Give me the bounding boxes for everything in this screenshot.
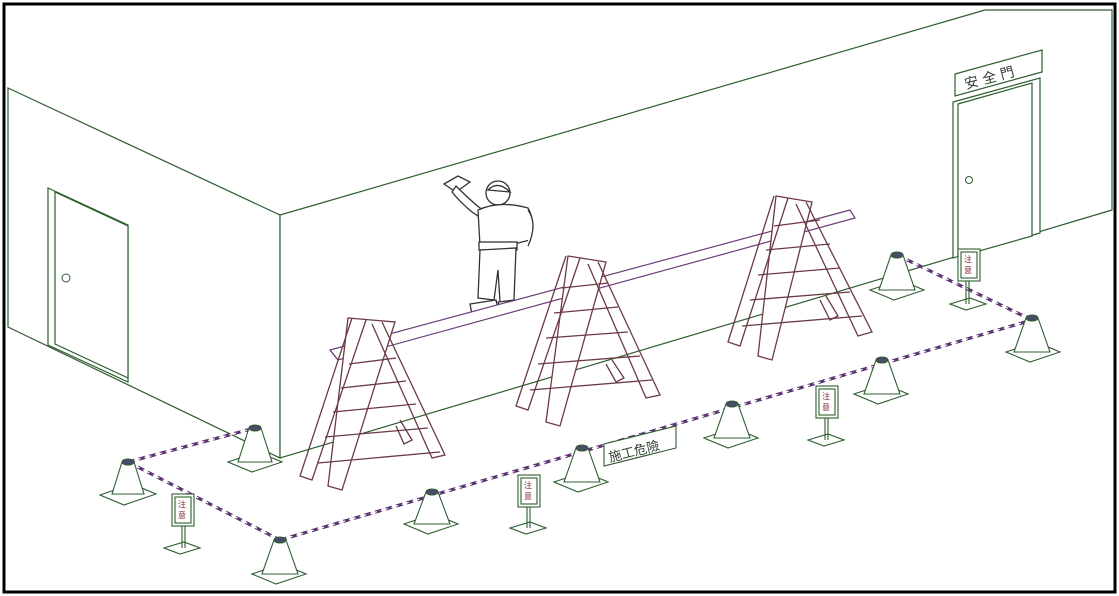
caution-sign-2-text-2: 意 (524, 491, 532, 501)
safety-door-sign-board (954, 49, 1043, 97)
stepladder-2 (515, 255, 661, 427)
caution-sign-3-text-2: 意 (822, 402, 830, 412)
traffic-cone-6 (702, 400, 760, 449)
safety-door: 安 全 門 (952, 49, 1043, 259)
traffic-cone-9 (1004, 314, 1062, 363)
danger-sign: 施工危險 (603, 425, 677, 467)
caution-sign-1-text-2: 意 (178, 510, 186, 520)
caution-sign-4: 注 意 (948, 248, 988, 311)
caution-sign-1-text-1: 注 (178, 499, 186, 509)
safety-door-knob (965, 176, 973, 184)
traffic-cone-7 (852, 356, 910, 405)
left-door-knob (61, 273, 71, 283)
caution-sign-4-text-2: 意 (964, 265, 972, 275)
caution-sign-3: 注 意 (806, 385, 846, 447)
traffic-cone-4 (402, 488, 460, 535)
barrier-tape (127, 253, 1033, 542)
caution-sign-2-text-1: 注 (524, 480, 532, 490)
traffic-cone-2 (226, 424, 284, 473)
traffic-cone-8 (868, 251, 926, 301)
building-walls (7, 9, 1113, 459)
stepladder-1 (299, 317, 446, 491)
traffic-cone-5 (552, 444, 610, 493)
left-door (47, 187, 129, 383)
traffic-cone-1 (98, 458, 158, 506)
caution-sign-2: 注 意 (508, 474, 548, 535)
caution-sign-4-text-1: 注 (964, 254, 972, 264)
worker (442, 175, 534, 315)
caution-sign-3-text-1: 注 (822, 391, 830, 401)
caution-sign-1: 注 意 (162, 493, 202, 555)
stepladder-3 (727, 195, 873, 361)
traffic-cone-3 (250, 536, 308, 585)
